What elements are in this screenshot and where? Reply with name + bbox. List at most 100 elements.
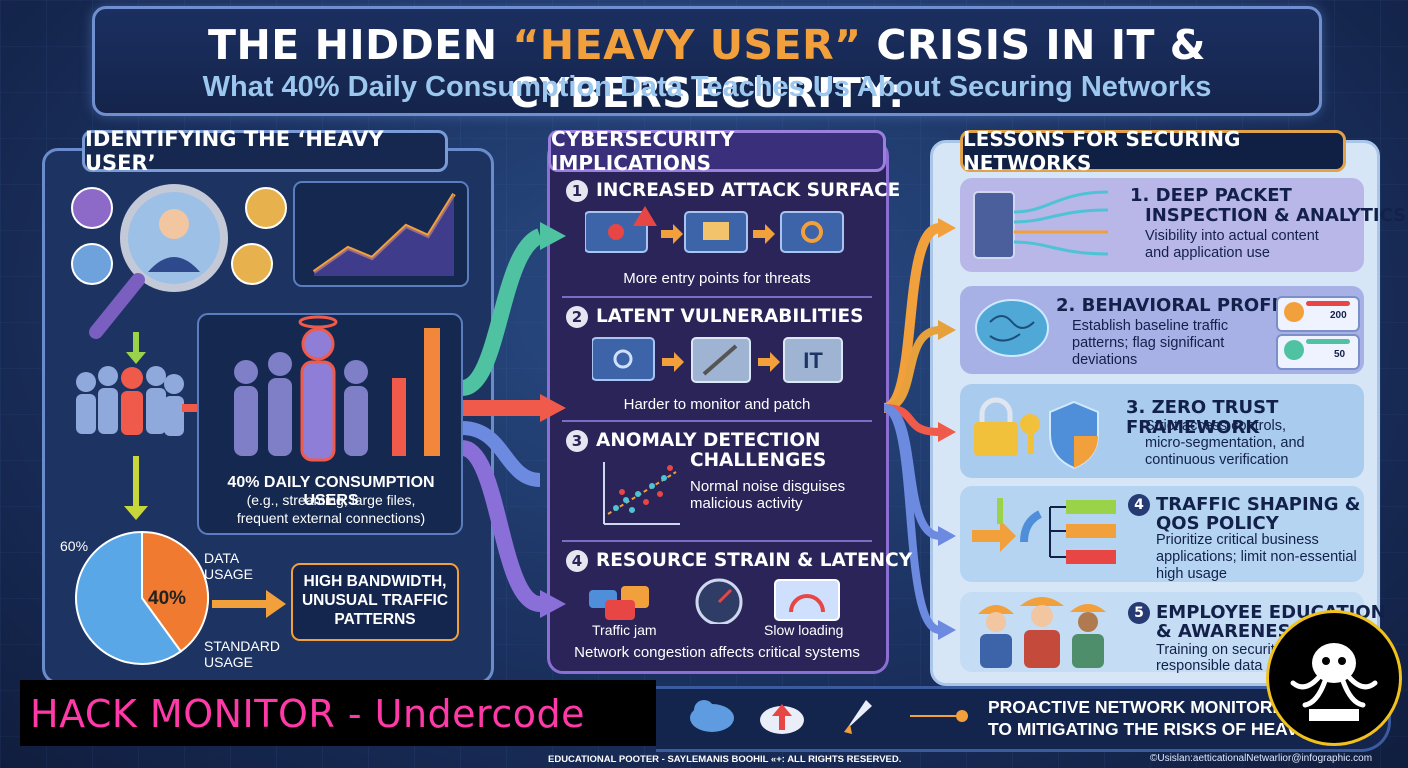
implication-3-num: 3 xyxy=(566,430,588,452)
bar-1 xyxy=(392,378,406,456)
avatar-2 xyxy=(245,187,287,229)
lesson-1-title2: INSPECTION & ANALYTICS xyxy=(1145,205,1407,226)
title-part2: CRISIS IN IT & CYBERSECURITY: xyxy=(509,21,1206,117)
profile-avatar-1 xyxy=(1284,302,1304,322)
bandwidth-box xyxy=(291,563,459,641)
employees-icon xyxy=(978,597,1106,668)
right-header: LESSONS FOR SECURING NETWORKS xyxy=(960,127,1346,175)
implication-3-title: 3 ANOMALY DETECTION xyxy=(566,430,821,452)
footer-text: EDUCATIONAL POOTER - SAYLEMANIS BOOHIL «… xyxy=(548,754,902,765)
title-highlight: “HEAVY USER” xyxy=(512,21,862,69)
implication-1-num: 1 xyxy=(566,180,588,202)
lesson-2-title: 2. BEHAVIORAL PROFILING xyxy=(1056,295,1327,316)
lesson-3-desc3: continuous verification xyxy=(1145,452,1289,468)
arrow-icon-2 xyxy=(753,224,775,244)
implication-1-label: INCREASED ATTACK SURFACE xyxy=(596,180,901,201)
lesson-3-desc1: Strict access controls, xyxy=(1145,418,1287,434)
pie-label-60: 60% xyxy=(60,538,89,554)
implication-1-title: 1 INCREASED ATTACK SURFACE xyxy=(566,180,900,202)
lesson-4-desc1: Prioritize critical business xyxy=(1156,532,1319,548)
lesson-4-desc3: high usage xyxy=(1156,566,1227,582)
profile-bar-1 xyxy=(1306,301,1350,306)
consumption-desc2: frequent external connections) xyxy=(236,510,426,526)
implication-3-caption1: Normal noise disguises xyxy=(690,478,846,495)
pie-standard-2: USAGE xyxy=(204,654,254,670)
bandwidth-line1: HIGH BANDWIDTH, xyxy=(303,573,447,590)
lesson-2-desc2: patterns; flag significant xyxy=(1072,335,1225,351)
crowd-icon xyxy=(76,366,184,436)
cloud-icon xyxy=(690,700,734,732)
down-arrowhead-2 xyxy=(124,506,148,520)
bandwidth-text: HIGH BANDWIDTH, UNUSUAL TRAFFIC PATTERNS xyxy=(292,572,458,629)
pie-slice-standard-usage xyxy=(75,530,183,665)
magnifier-person-body xyxy=(148,257,200,272)
proactive-text: PROACTIVE NETWORK MONITORING TO MITIGATI… xyxy=(988,696,1327,740)
brain-icon xyxy=(975,299,1049,357)
page-subtitle: What 40% Daily Consumption Data Teaches … xyxy=(202,71,1212,103)
timeline-dot xyxy=(956,710,968,722)
implication-3-label2: CHALLENGES xyxy=(690,450,827,471)
arrow-r-1 xyxy=(882,223,942,413)
arrowhead-r5 xyxy=(938,620,956,640)
implication-2-label: LATENT VULNERABILITIES xyxy=(596,306,864,327)
implication-4-title: 4 RESOURCE STRAIN & LATENCY xyxy=(566,550,912,572)
lesson-4-num: 4 xyxy=(1128,494,1150,516)
lesson-2-desc1: Establish baseline traffic xyxy=(1072,318,1229,334)
profile-avatar-2 xyxy=(1284,340,1304,360)
arrowhead-r2 xyxy=(938,320,956,340)
arrow-icon-4 xyxy=(758,352,780,372)
implication-4-label: RESOURCE STRAIN & LATENCY xyxy=(596,550,913,571)
lesson-3-desc2: micro-segmentation, and xyxy=(1145,435,1305,451)
arrow-icon-3 xyxy=(662,352,684,372)
worker-3 xyxy=(1070,604,1106,668)
heavy-user-head xyxy=(121,367,143,389)
arrowhead-r1 xyxy=(938,218,956,238)
traffic-shaping-icon xyxy=(972,498,1116,564)
laptop-gear-icon xyxy=(780,211,844,253)
chart-area xyxy=(314,194,454,276)
lesson-5-desc2: responsible data xyxy=(1156,658,1263,674)
implication-3-label1: ANOMALY DETECTION xyxy=(596,430,821,451)
heavy-central-body xyxy=(300,360,336,462)
implication-2-icons xyxy=(592,337,843,383)
right-arrow-pie xyxy=(212,590,286,618)
bottom-icons xyxy=(690,700,968,734)
magnifier-handle xyxy=(89,273,145,339)
arrowhead-2 xyxy=(540,394,566,422)
divider-1 xyxy=(562,296,872,298)
arrow-to-3 xyxy=(461,421,541,487)
bandwidth-line3: PATTERNS xyxy=(334,611,416,628)
traffic-jam-icon xyxy=(589,586,649,620)
lesson-4-desc2: applications; limit non-essential xyxy=(1156,549,1357,565)
lesson-1-desc2: and application use xyxy=(1145,245,1270,261)
pie-chart xyxy=(75,530,209,665)
laptop-settings-icon xyxy=(592,337,655,381)
octopus-logo xyxy=(1266,610,1402,746)
implication-3-caption2: malicious activity xyxy=(690,495,803,512)
packet-inspection-icon xyxy=(973,190,1109,259)
lesson-4-title1-text: TRAFFIC SHAPING & xyxy=(1156,494,1361,515)
worker-1 xyxy=(978,605,1014,668)
lesson-5-title2: & AWARENESS xyxy=(1156,621,1303,642)
arrowhead-4 xyxy=(540,590,566,618)
magnifier-person-head xyxy=(159,209,189,239)
heavy-user-body xyxy=(121,391,143,435)
proactive-line2: TO MITIGATING THE RISKS OF HEAVY U xyxy=(988,719,1328,739)
hack-monitor-banner: HACK MONITOR - Undercode xyxy=(20,680,656,746)
lesson-1-title1: 1. DEEP PACKET xyxy=(1130,185,1292,206)
implication-4-num: 4 xyxy=(566,550,588,572)
divider-2 xyxy=(562,420,872,422)
slow-loading-icon xyxy=(774,579,840,621)
implication-2-num: 2 xyxy=(566,306,588,328)
it-label: IT xyxy=(803,348,823,373)
profile-value-2: 50 xyxy=(1334,349,1346,360)
halo xyxy=(298,315,338,329)
octopus-icon xyxy=(1290,643,1378,721)
arrow-icon-1 xyxy=(661,224,683,244)
avatar-1 xyxy=(71,187,113,229)
title-part1: THE HIDDEN xyxy=(208,21,513,69)
bar-2 xyxy=(424,328,440,456)
scatter-plot-icon xyxy=(603,462,680,525)
footer-credit: ©Usislan:aetticationalNetwarlior@infogra… xyxy=(1150,753,1373,764)
